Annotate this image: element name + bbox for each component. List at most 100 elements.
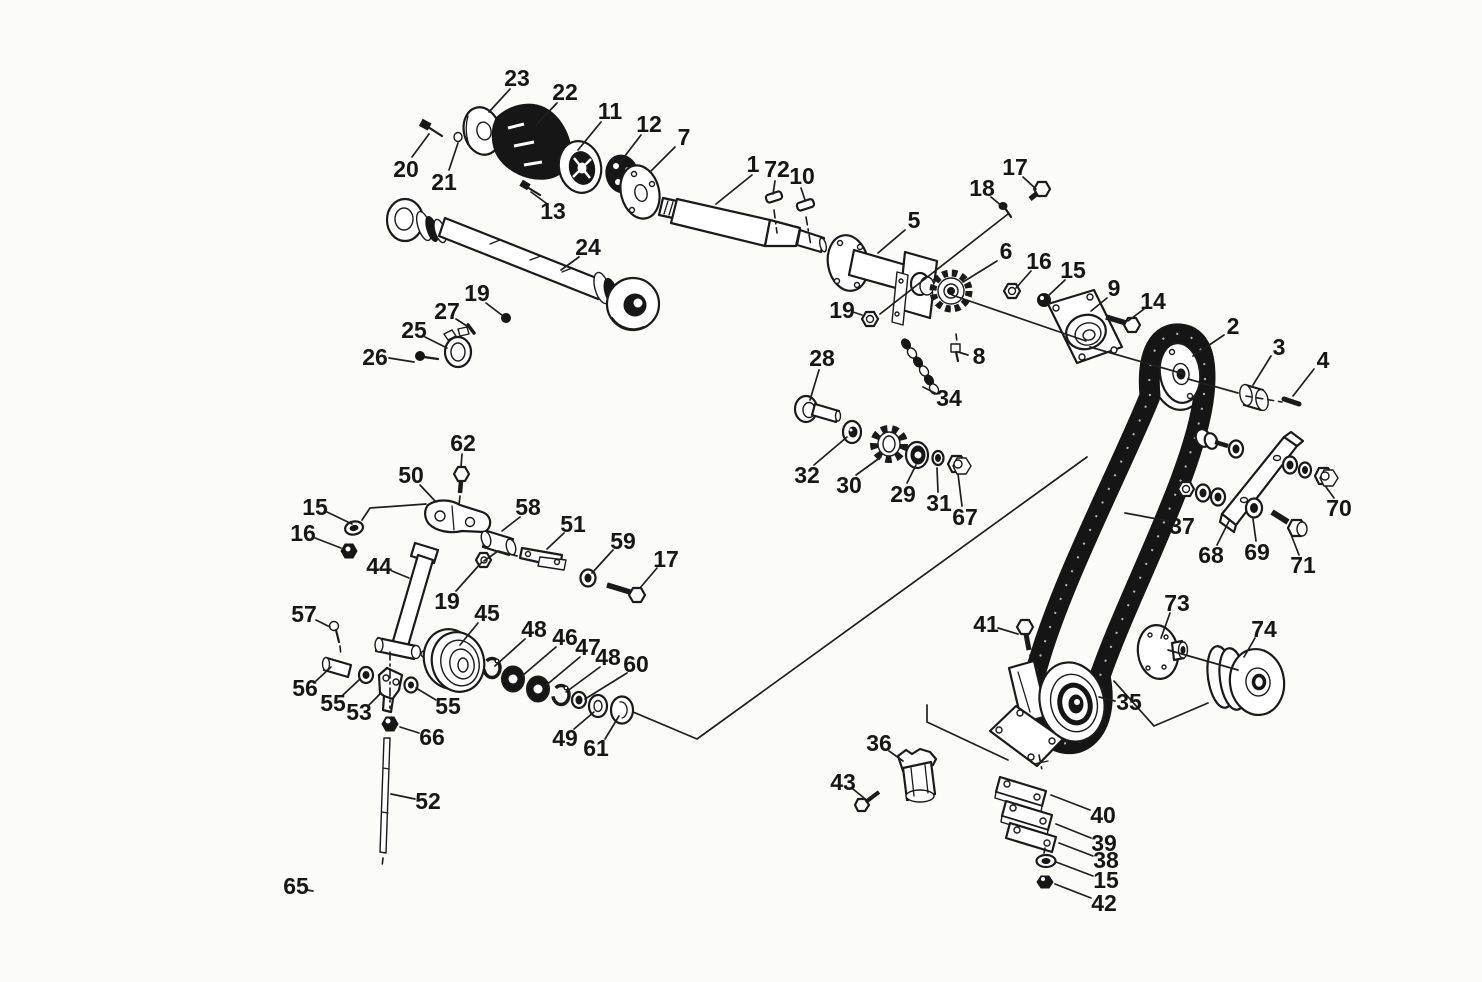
callout-label-65: 65 (283, 873, 309, 899)
callout-leader-25 (424, 336, 448, 349)
callout-label-19: 19 (829, 297, 855, 323)
callout-label-15: 15 (1093, 867, 1119, 893)
callout-label-52: 52 (415, 788, 441, 814)
clamp-25 (443, 326, 473, 369)
callout-label-6: 6 (1000, 238, 1013, 264)
nut-66 (381, 716, 399, 732)
callout-leader-28 (809, 369, 820, 401)
callout-label-43: 43 (830, 769, 856, 795)
bushing-3 (1239, 383, 1269, 412)
washer-69 (1244, 497, 1264, 519)
callout-leader-62 (460, 453, 463, 468)
callout-leader-17 (639, 567, 658, 589)
snap-ring-48b (551, 683, 571, 707)
callout-label-66: 66 (419, 724, 445, 750)
callout-label-48: 48 (521, 616, 547, 642)
callout-leader-44 (391, 570, 410, 579)
callout-label-49: 49 (552, 725, 578, 751)
nut-42 (1036, 875, 1054, 889)
linkage-group (321, 465, 647, 868)
callout-leader-66 (399, 726, 420, 734)
callout-leader-26 (388, 357, 415, 363)
bearing-29 (904, 440, 930, 470)
callout-leader-52 (390, 793, 416, 800)
bolt-17-top (1028, 180, 1052, 201)
flange-bearing-9 (1046, 288, 1124, 365)
callout-leader-72 (772, 180, 776, 195)
callout-label-29: 29 (890, 481, 916, 507)
callout-leader-16 (1015, 270, 1032, 289)
callout-leader-22 (535, 102, 558, 126)
callout-leader-36 (888, 750, 904, 762)
bolt-71 (1270, 509, 1308, 538)
callout-leader-57 (315, 619, 331, 628)
callout-leader-48 (565, 666, 601, 693)
callout-leader-24 (560, 256, 580, 271)
callout-label-70: 70 (1326, 495, 1352, 521)
callout-leader-20 (411, 133, 430, 158)
callout-leader-15 (326, 511, 353, 525)
callout-label-39: 39 (1091, 830, 1117, 856)
pulley-74 (1206, 645, 1286, 716)
callout-label-36: 36 (866, 730, 892, 756)
bracket-38 (1004, 821, 1058, 854)
callout-leader-70 (1325, 486, 1335, 499)
bar-68 (1218, 430, 1305, 534)
callout-label-9: 9 (1108, 275, 1121, 301)
idler-assembly-group (988, 618, 1286, 768)
callout-label-21: 21 (431, 169, 457, 195)
callout-label-28: 28 (809, 345, 835, 371)
callout-leader-7 (649, 146, 676, 173)
bolt-8 (950, 333, 961, 363)
callout-leader-21 (448, 142, 459, 171)
callout-leader-58 (501, 516, 521, 532)
hub-73 (1136, 624, 1189, 680)
nut-67 (946, 454, 972, 475)
callout-label-1: 1 (747, 151, 760, 177)
bracket-40 (994, 775, 1048, 813)
bolt-43 (853, 790, 881, 813)
sprocket-30 (870, 425, 908, 463)
callout-label-37: 37 (1169, 513, 1195, 539)
callout-leader-9 (1090, 297, 1108, 312)
callout-label-59: 59 (610, 528, 636, 554)
tensioner-bar-group (1176, 428, 1339, 538)
callout-leader-15 (1047, 279, 1066, 297)
nut-19-shaft (860, 310, 880, 328)
pin-27 (466, 323, 476, 335)
callout-leader-27 (455, 318, 471, 329)
callout-leader-39 (1055, 823, 1092, 839)
callout-label-71: 71 (1290, 552, 1316, 578)
callout-leader-42 (1054, 883, 1092, 899)
callout-leader-69 (1252, 518, 1257, 542)
callout-leader-68 (1216, 520, 1230, 546)
callout-leader-29 (906, 464, 917, 484)
callout-label-47: 47 (575, 634, 601, 660)
callout-leader-50 (419, 484, 437, 503)
callout-leader-8 (957, 351, 969, 356)
callout-leader-53 (368, 692, 382, 706)
callout-label-7: 7 (678, 124, 691, 150)
callout-leader-61 (604, 715, 620, 740)
bolt-26 (415, 351, 440, 361)
callout-leader-30 (855, 456, 882, 476)
bracket-50 (424, 499, 492, 534)
callout-leader-13 (530, 191, 547, 204)
callout-label-16: 16 (1026, 248, 1052, 274)
callout-leader-47 (543, 656, 581, 688)
callout-label-50: 50 (398, 462, 424, 488)
callout-leader-17 (1022, 176, 1037, 190)
mount-stack-group (853, 747, 1058, 889)
callout-leader-2 (1192, 334, 1225, 357)
ring-60 (570, 690, 588, 710)
callout-label-35: 35 (1116, 689, 1142, 715)
washer-15-left (343, 520, 365, 536)
snap-ring-48a (482, 656, 502, 680)
bolt-62 (452, 465, 471, 506)
callout-label-69: 69 (1244, 539, 1270, 565)
callout-leader-45 (459, 622, 479, 646)
input-shaft-group (657, 190, 828, 254)
jackshaft-sprocket-group (793, 394, 972, 475)
